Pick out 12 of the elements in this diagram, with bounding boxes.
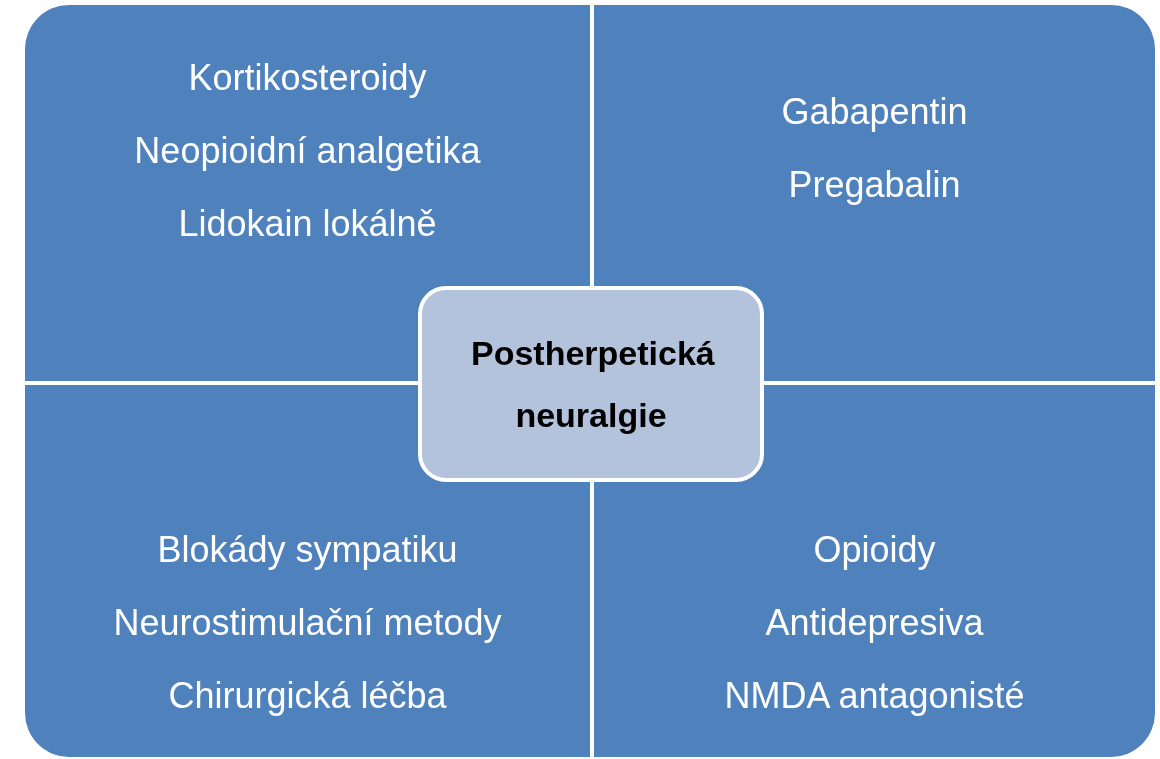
treatment-text: Antidepresiva bbox=[765, 601, 984, 645]
treatment-text: Kortikosteroidy bbox=[188, 56, 427, 100]
center-box bbox=[418, 286, 764, 482]
treatment-text: NMDA antagonisté bbox=[724, 674, 1025, 718]
treatment-text: Chirurgická léčba bbox=[168, 674, 447, 718]
treatment-text: Neopioidní analgetika bbox=[134, 129, 481, 173]
treatment-text: Lidokain lokálně bbox=[178, 202, 437, 246]
treatment-text: Blokády sympatiku bbox=[157, 528, 458, 572]
treatment-text: Neurostimulační metody bbox=[113, 601, 502, 645]
treatment-text: Opioidy bbox=[813, 528, 936, 572]
treatment-text: Pregabalin bbox=[788, 163, 961, 207]
treatment-text: Gabapentin bbox=[781, 90, 968, 134]
